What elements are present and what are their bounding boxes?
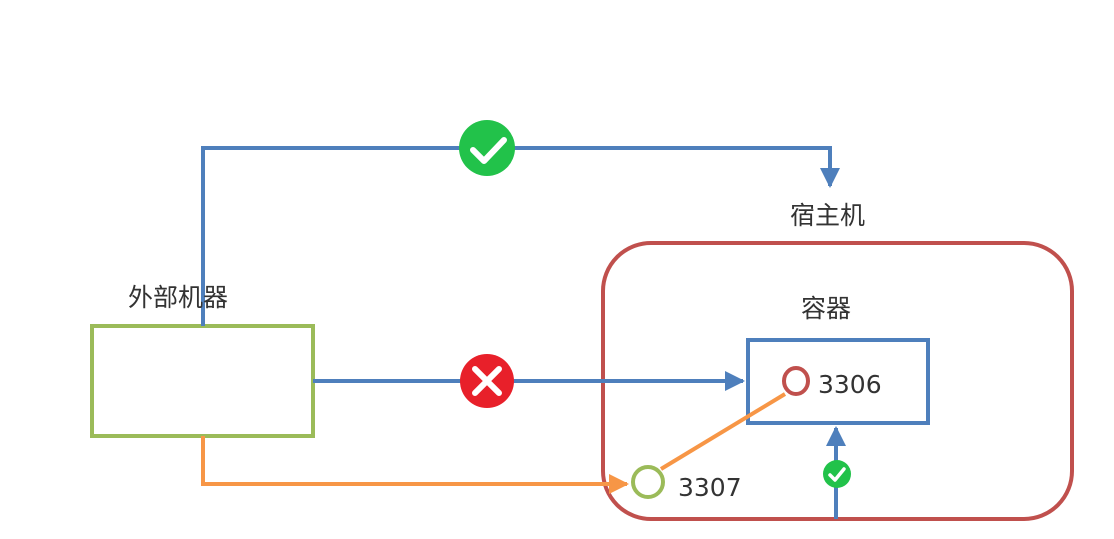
external-machine-label: 外部机器 <box>128 283 228 312</box>
container-port-3306-circle <box>782 366 810 396</box>
host-port-3307-circle <box>631 465 665 499</box>
external-to-host-connector <box>201 146 840 326</box>
check-circle-icon <box>459 120 515 176</box>
external-machine-box <box>90 324 315 438</box>
host-port-label: 3307 <box>678 473 742 502</box>
container-box <box>746 338 930 425</box>
container-port-label: 3306 <box>818 370 882 399</box>
host-label: 宿主机 <box>790 201 865 230</box>
port-mapping-line <box>659 392 787 471</box>
small-check-circle-icon <box>823 460 851 488</box>
external-to-host-port-connector <box>201 436 629 494</box>
cross-circle-icon <box>460 354 514 408</box>
container-label: 容器 <box>801 294 851 323</box>
